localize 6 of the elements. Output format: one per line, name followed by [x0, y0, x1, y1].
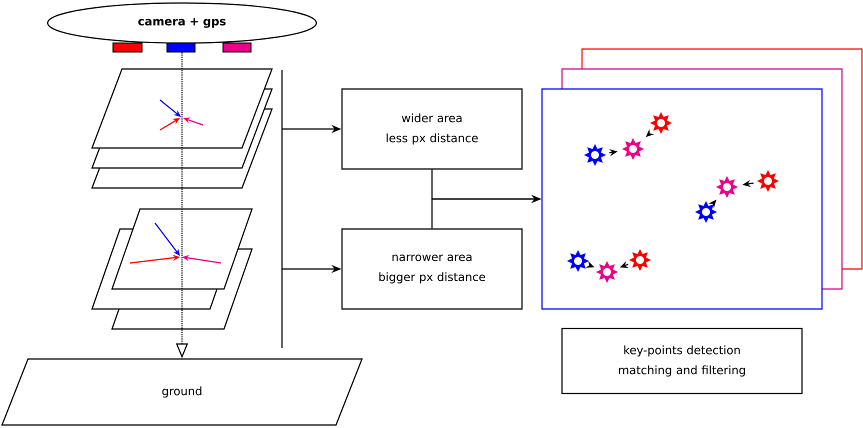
- camera-label: camera + gps: [47, 2, 317, 44]
- image-frame: [541, 88, 823, 310]
- process-box: narrower area bigger px distance: [341, 228, 523, 310]
- process-box: key-points detection matching and filtering: [561, 328, 803, 394]
- ground-plane: ground: [1, 358, 363, 426]
- process-box: wider area less px distance: [341, 88, 523, 170]
